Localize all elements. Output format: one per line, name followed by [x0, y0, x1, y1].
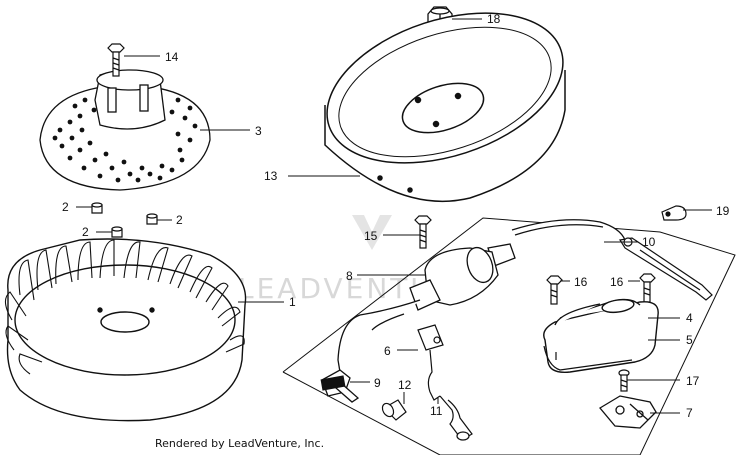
- connector-part-6: [417, 324, 444, 393]
- bolt-part-14: [107, 43, 125, 77]
- bolt-part-15: [414, 215, 432, 249]
- callout-8: 8: [346, 269, 353, 283]
- callout-2: 2: [82, 225, 89, 239]
- callout-18: 18: [487, 12, 501, 26]
- contact-breaker-part: [599, 395, 657, 429]
- callout-12: 12: [398, 378, 412, 392]
- condenser-base-part: [543, 345, 633, 371]
- callout-5: 5: [686, 333, 693, 347]
- callout-19: 19: [716, 204, 730, 218]
- bolt-parts-16: [546, 273, 656, 305]
- condenser-cover-part: [543, 298, 659, 373]
- clamp-part: [661, 205, 687, 221]
- callout-11: 11: [430, 404, 443, 418]
- callout-16: 16: [610, 275, 624, 289]
- callout-2: 2: [176, 213, 183, 227]
- callout-17: 17: [686, 374, 700, 388]
- flywheel-part: [324, 12, 566, 202]
- callout-labels: 1 2 2 2 3 4 5 6 7 8 9 10 11 12 13 14 15 …: [62, 12, 730, 420]
- spark-plug-cap-part: [320, 369, 360, 403]
- callout-2: 2: [62, 200, 69, 214]
- callout-4: 4: [686, 311, 693, 325]
- wire-lead-part: [619, 237, 713, 301]
- callout-1: 1: [289, 295, 296, 309]
- leader-lines: [76, 18, 712, 414]
- lead-cap-part: [429, 391, 473, 441]
- ignition-coil-part: [337, 219, 626, 373]
- ignition-assembly-outline: [282, 217, 736, 455]
- callout-13: 13: [264, 169, 278, 183]
- terminal-cap-part: [381, 399, 407, 421]
- collar-parts: [91, 202, 158, 238]
- callout-3: 3: [255, 124, 262, 138]
- screen-grid-part: [39, 69, 211, 191]
- cooling-fan-part: [4, 238, 247, 422]
- callout-7: 7: [686, 406, 693, 420]
- render-credit: Rendered by LeadVenture, Inc.: [155, 437, 325, 450]
- callout-10: 10: [642, 235, 656, 249]
- callout-15: 15: [364, 229, 378, 243]
- callout-6: 6: [384, 344, 391, 358]
- callout-14: 14: [165, 50, 179, 64]
- callout-16: 16: [574, 275, 588, 289]
- callout-9: 9: [374, 376, 381, 390]
- screw-part-17: [618, 369, 630, 392]
